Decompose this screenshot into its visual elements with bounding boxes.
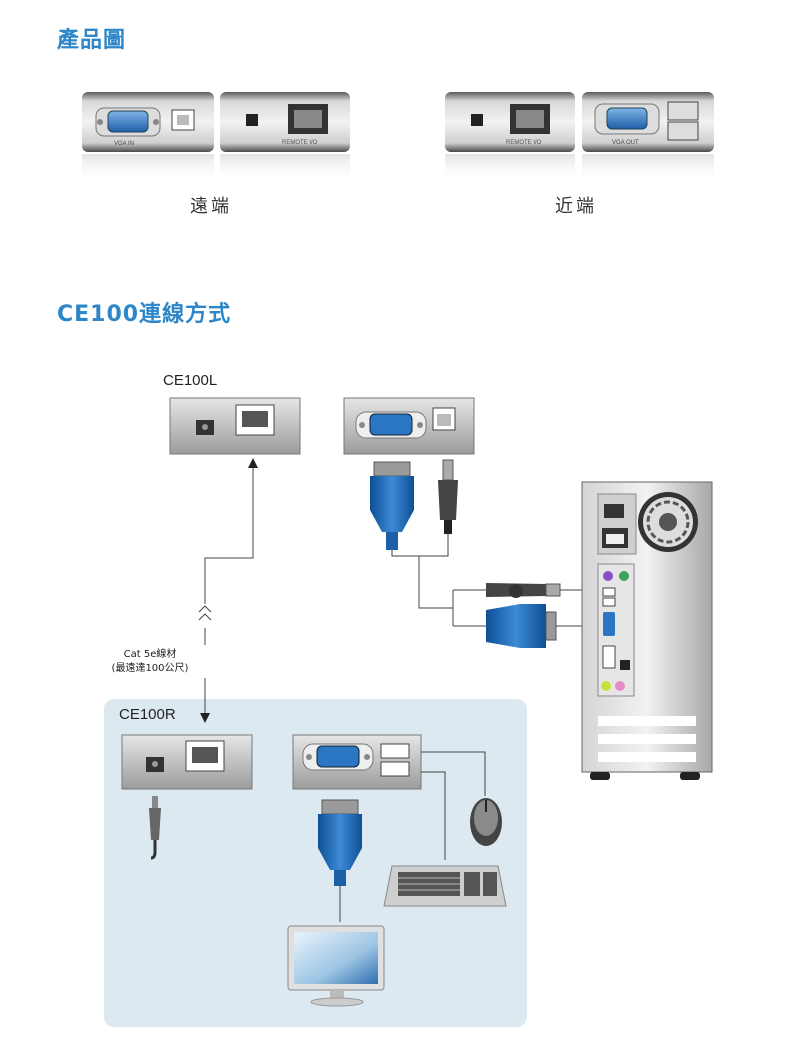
remote-vga-in-photo: VGA IN	[82, 92, 214, 182]
remote-io-photo: REMOTE I/O	[220, 92, 350, 182]
cat5e-cable	[204, 556, 254, 604]
ce100r-label: CE100R	[119, 706, 176, 723]
svg-text:REMOTE I/O: REMOTE I/O	[506, 140, 542, 146]
ce100r-io-box	[121, 734, 253, 790]
local-vga-out-photo: VGA OUT	[582, 92, 714, 182]
remote-caption: 遠端	[190, 196, 232, 217]
ce100l-vga-box	[343, 397, 475, 455]
cable-label: Cat 5e線材 (最遠達100公尺)	[100, 648, 200, 676]
usb-cable-plug-computer	[486, 583, 561, 598]
cable-label-line1: Cat 5e線材	[123, 649, 177, 660]
ce100r-vga-box	[292, 734, 422, 790]
svg-text:VGA OUT: VGA OUT	[612, 140, 639, 146]
svg-text:REMOTE I/O: REMOTE I/O	[282, 140, 318, 146]
power-adapter-plug	[149, 796, 161, 860]
monitor	[287, 925, 385, 1007]
local-io-photo: REMOTE I/O	[445, 92, 575, 182]
connection-section-title: CE100連線方式	[57, 302, 232, 327]
vga-cable-plug-remote	[318, 799, 362, 886]
product-photos: VGA IN REMOTE I/O REMOTE I/O VGA OUT	[82, 92, 714, 182]
vga-usb-wire	[391, 534, 449, 557]
vga-cable-plug-computer	[486, 604, 557, 648]
local-caption: 近端	[555, 196, 597, 217]
vga-cable-plug-upper	[370, 461, 414, 550]
keyboard	[383, 865, 507, 907]
cable-label-line2: (最遠達100公尺)	[111, 663, 189, 674]
mouse	[470, 798, 502, 846]
cable-break-mark	[198, 605, 212, 621]
ce100l-label: CE100L	[163, 372, 218, 389]
computer-tower	[581, 481, 713, 780]
product-section-title: 產品圖	[57, 28, 127, 53]
usb-cable-plug-upper	[438, 459, 458, 534]
ce100l-io-box	[169, 397, 301, 455]
vga-in-port-label: VGA IN	[114, 141, 134, 147]
